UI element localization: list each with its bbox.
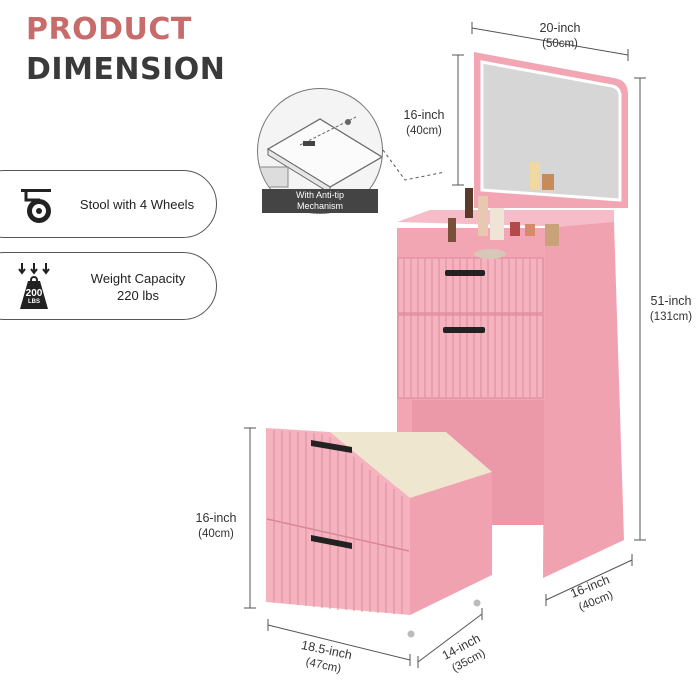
dimension-vanity-height-metric: (131cm) (649, 311, 693, 323)
dimension-mirror-height-metric: (40cm) (406, 125, 442, 137)
weight-badge-unit: LBS (28, 299, 40, 305)
anti-tip-label-line1: With Anti-tip (295, 190, 344, 200)
dimension-stool-height-metric: (40cm) (198, 528, 234, 540)
dimension-stool-height: 16-inch (40cm) (186, 510, 246, 542)
feature-label-weight-line2: 220 lbs (117, 288, 159, 303)
anti-tip-label-line2: Mechanism (296, 201, 343, 211)
dimension-vanity-height-imperial: 51-inch (650, 294, 692, 308)
anti-tip-label: With Anti-tip Mechanism (262, 189, 378, 213)
anti-tip-callout (257, 88, 383, 214)
dimension-stool-height-imperial: 16-inch (195, 511, 237, 525)
heading-product: PRODUCT (26, 12, 192, 47)
dimension-mirror-height: 16-inch (40cm) (392, 107, 456, 139)
dimension-mirror-height-imperial: 16-inch (403, 108, 445, 122)
feature-label-weight: Weight Capacity 220 lbs (63, 270, 213, 304)
anti-tip-detail-icon (258, 116, 382, 194)
caster-wheel-icon (21, 189, 51, 223)
weight-badge-value: 200 (25, 288, 43, 299)
dimension-lines (244, 22, 646, 668)
feature-label-wheels: Stool with 4 Wheels (79, 197, 195, 212)
stool (266, 428, 492, 638)
dimension-vanity-width-imperial: 20-inch (539, 21, 581, 35)
dimension-vanity-width-metric: (50cm) (542, 38, 578, 50)
heading-dimension: DIMENSION (26, 52, 226, 87)
dimension-vanity-height: 51-inch (131cm) (642, 293, 700, 325)
feature-pill-wheels: Stool with 4 Wheels (0, 170, 217, 238)
feature-label-weight-line1: Weight Capacity (90, 271, 186, 286)
vanity-table (397, 52, 628, 578)
dimension-vanity-width: 20-inch (50cm) (520, 20, 600, 52)
feature-pill-weight: 200 LBS Weight Capacity 220 lbs (0, 252, 217, 320)
weight-icon (18, 263, 50, 309)
